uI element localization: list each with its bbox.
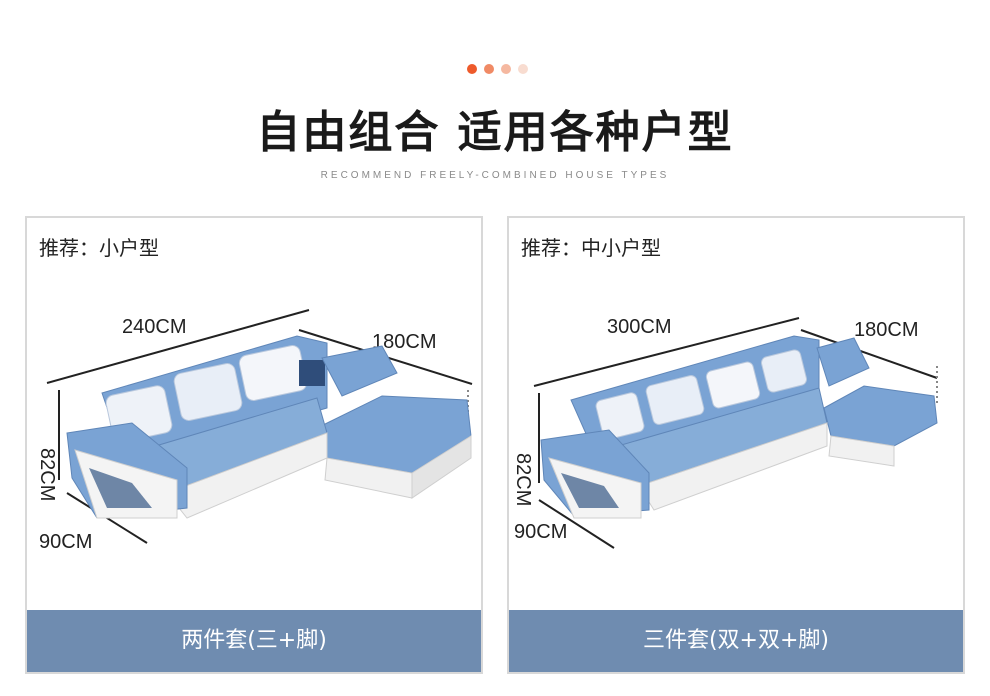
dim-height-label: 82CM bbox=[512, 453, 534, 506]
dim-side-label: 180CM bbox=[854, 319, 918, 341]
dim-side-label: 180CM bbox=[372, 331, 436, 353]
recommend-label: 推荐：小户型 bbox=[39, 236, 159, 260]
dot-3 bbox=[501, 64, 511, 74]
pagination-dots bbox=[467, 64, 528, 74]
page-title: 自由组合 适用各种户型 bbox=[256, 107, 734, 158]
page-subtitle: RECOMMEND FREELY-COMBINED HOUSE TYPES bbox=[320, 170, 670, 181]
dim-length-label: 300CM bbox=[607, 316, 671, 338]
dim-depth-label: 90CM bbox=[514, 521, 567, 543]
sofa-illustration-three-piece: 300CM 180CM 82CM 90CM bbox=[512, 316, 938, 549]
recommend-label: 推荐：中小户型 bbox=[521, 236, 661, 260]
dim-height-label: 82CM bbox=[36, 448, 58, 501]
option-card-small[interactable]: 推荐：小户型 240CM 180CM 82CM 90CM 两件套(三+脚) bbox=[25, 216, 483, 674]
footer-bar: 三件套(双+双+脚) bbox=[509, 610, 963, 672]
sofa-illustration-two-piece: 240CM 180CM 82CM 90CM bbox=[36, 309, 473, 553]
dot-1 bbox=[467, 64, 477, 74]
dim-length-label: 240CM bbox=[122, 316, 186, 338]
dim-line-length bbox=[533, 317, 800, 387]
dim-depth-label: 90CM bbox=[39, 531, 92, 553]
dot-4 bbox=[518, 64, 528, 74]
dot-2 bbox=[484, 64, 494, 74]
footer-bar: 两件套(三+脚) bbox=[27, 610, 481, 672]
option-card-medium[interactable]: 推荐：中小户型 300CM 180CM 82CM 90CM 三件套(双+双+脚) bbox=[507, 216, 965, 674]
dim-line-side bbox=[800, 329, 938, 379]
dim-line-depth bbox=[538, 499, 615, 549]
dim-line-length bbox=[46, 309, 310, 384]
